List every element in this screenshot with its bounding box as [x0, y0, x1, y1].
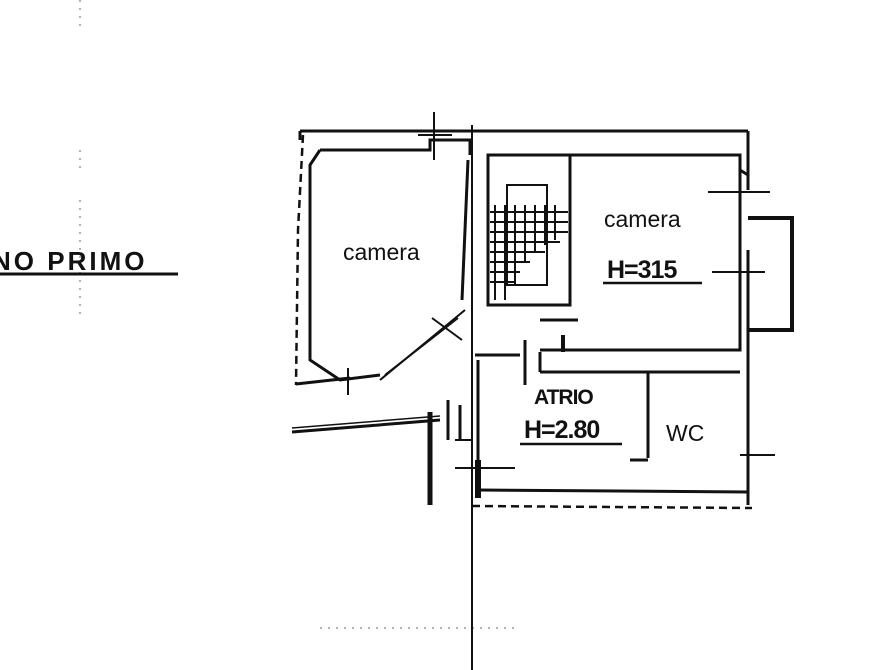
room-label-camera-right: camera [604, 206, 681, 232]
room-label-wc: WC [666, 420, 704, 446]
window-markers [347, 112, 775, 469]
room-label-camera-left: camera [343, 239, 420, 265]
room-label-atrio: ATRIO [534, 386, 593, 409]
floor-label-group: NO PRIMO [0, 246, 178, 276]
stair-hatch [490, 205, 568, 300]
walls [291, 129, 794, 505]
room-height-atrio: H=2.80 [524, 416, 599, 444]
room-height-camera-right: H=315 [607, 256, 677, 284]
floor-label: NO PRIMO [0, 246, 147, 276]
outer-dashed-boundary [294, 134, 753, 510]
guide-lines [79, 0, 520, 629]
